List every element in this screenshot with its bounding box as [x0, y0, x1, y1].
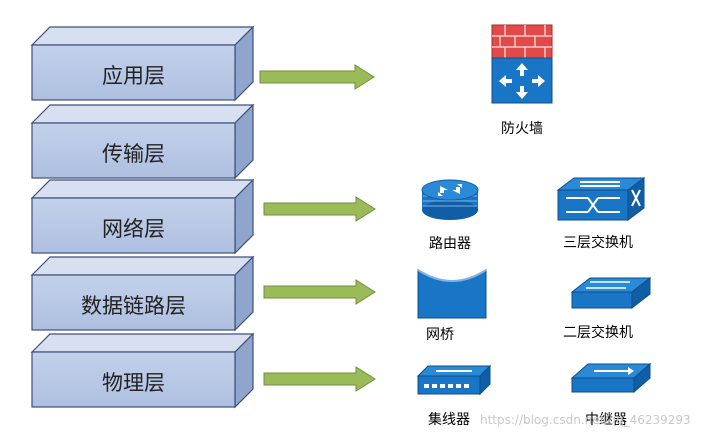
router-label: 路由器 — [429, 236, 471, 252]
arrow-datalink — [263, 279, 376, 305]
firewall-label: 防火墙 — [501, 121, 543, 137]
watermark: https://blog.csdn.net/qq_46239293 — [480, 413, 691, 427]
arrow-application — [259, 64, 375, 90]
layer3-switch-label: 三层交换机 — [563, 235, 633, 251]
layer-box-transport — [30, 103, 255, 180]
hub-label: 集线器 — [428, 412, 470, 428]
arrow-physical — [263, 366, 376, 392]
layer-label-datalink: 数据链路层 — [81, 294, 186, 318]
repeater-icon — [570, 362, 652, 394]
layer-box-physical — [30, 332, 255, 409]
layer-label-application: 应用层 — [102, 64, 165, 88]
layer2-switch-label: 二层交换机 — [563, 325, 633, 341]
repeater-label: 中继器 — [585, 412, 627, 428]
bridge-icon — [417, 269, 487, 319]
layer-label-transport: 传输层 — [102, 142, 165, 166]
bridge-label: 网桥 — [426, 327, 454, 343]
layer-label-physical: 物理层 — [102, 371, 165, 395]
layer-box-datalink — [30, 255, 255, 332]
layer-box-network — [30, 178, 255, 255]
layer3-switch-icon — [556, 177, 646, 221]
firewall-icon — [491, 24, 553, 104]
layer-label-network: 网络层 — [102, 217, 165, 241]
hub-icon — [416, 364, 492, 396]
layer2-switch-icon — [570, 276, 652, 310]
layer-box-application — [30, 25, 255, 102]
router-icon — [421, 179, 479, 220]
arrow-network — [263, 196, 376, 222]
